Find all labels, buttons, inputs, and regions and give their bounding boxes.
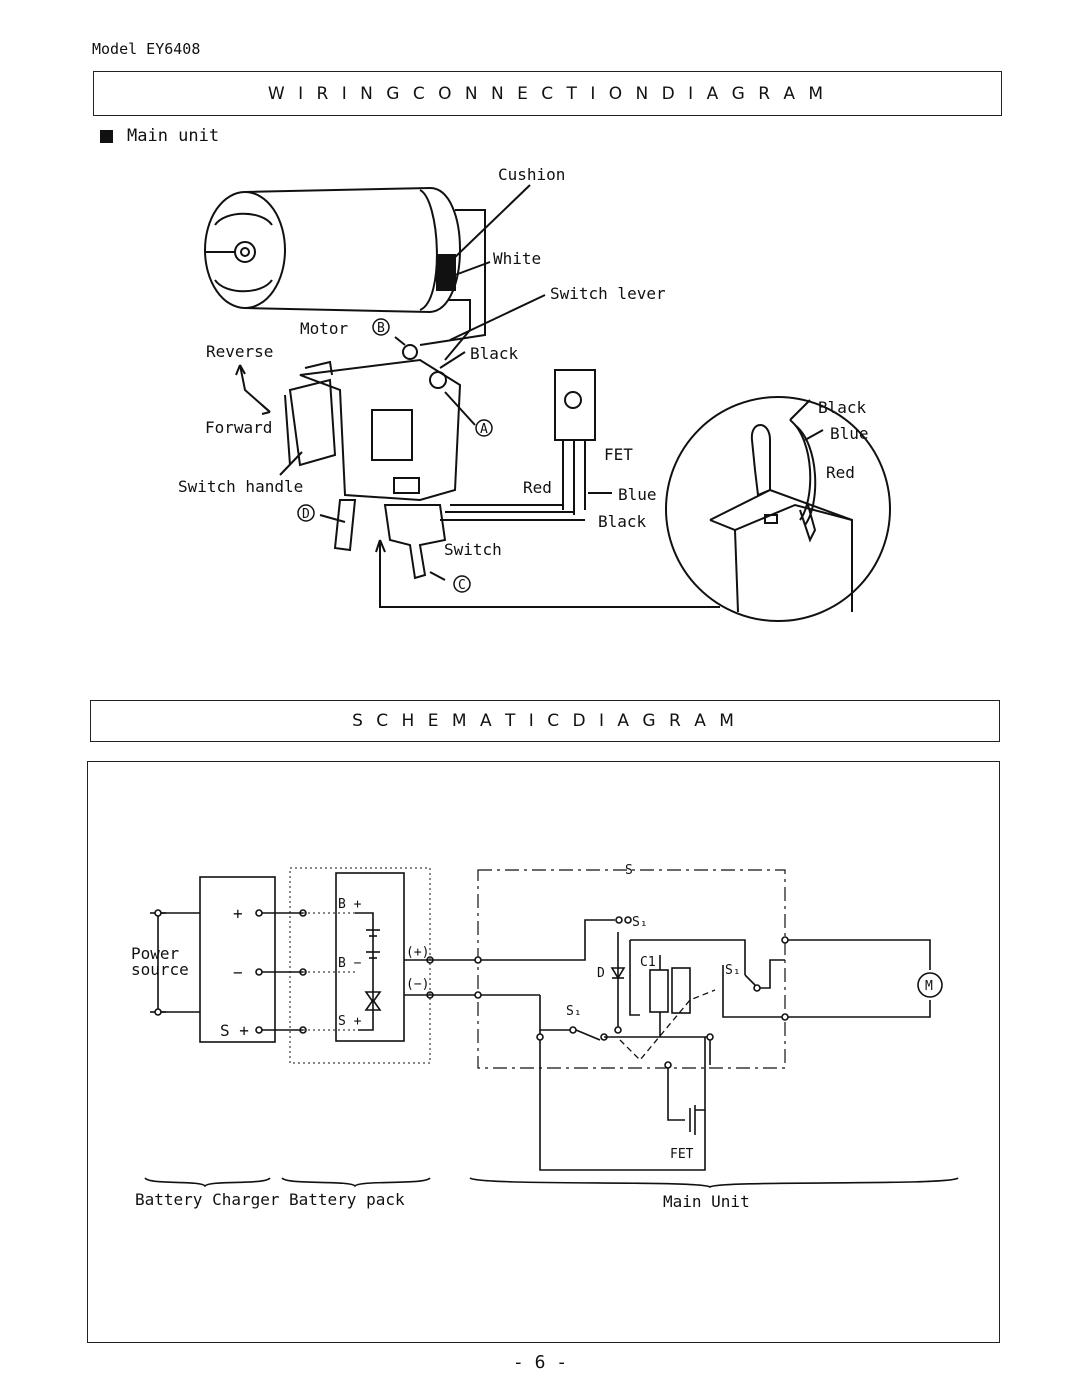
marker-a: A	[480, 422, 488, 437]
detail-label-blue: Blue	[830, 424, 869, 443]
connector-detail-circle	[665, 396, 891, 622]
label-red: Red	[523, 478, 552, 497]
main-unit-heading: Main unit	[100, 126, 219, 146]
label-reverse: Reverse	[206, 342, 273, 361]
label-power-source-2: source	[131, 960, 189, 979]
group-battery-pack: Battery pack	[289, 1190, 405, 1209]
label-power-source: Power	[131, 944, 180, 963]
label-diode-d: D	[597, 966, 605, 981]
battery-pack-box	[335, 872, 405, 1042]
label-fet: FET	[604, 445, 633, 464]
label-fet-schematic: FET	[670, 1147, 694, 1162]
detail-label-black: Black	[818, 398, 867, 417]
charger-minus: −	[233, 963, 243, 982]
marker-b: B	[377, 321, 385, 336]
label-motor: Motor	[300, 319, 349, 338]
marker-c: C	[458, 578, 466, 593]
main-unit-label: Main unit	[127, 126, 220, 146]
label-s-top: S	[625, 863, 633, 878]
label-s1-right: S₁	[725, 963, 741, 978]
charger-plus: +	[233, 904, 243, 923]
bullet-square-icon	[100, 129, 113, 143]
motor-illustration	[204, 186, 461, 314]
charger-box	[199, 876, 276, 1043]
switch-illustration	[284, 344, 462, 580]
group-main-unit: Main Unit	[663, 1192, 750, 1211]
wiring-connection-drawing: B A D C Cushion White Switch lever Motor…	[178, 165, 891, 622]
label-black-lower: Black	[598, 512, 647, 531]
label-black: Black	[470, 344, 519, 363]
schematic-frame	[87, 761, 1000, 1343]
label-white: White	[493, 249, 541, 268]
pack-b-minus: B −	[338, 956, 362, 971]
label-s1-upper: S₁	[632, 915, 648, 930]
motor-m-icon: M	[925, 979, 933, 994]
group-battery-charger: Battery Charger	[135, 1190, 280, 1209]
pack-s-plus: S +	[338, 1014, 362, 1029]
label-c1: C1	[640, 955, 656, 970]
label-s1-lower: S₁	[566, 1004, 582, 1019]
terminal-positive: (+)	[406, 945, 429, 960]
charger-s-plus: S +	[220, 1021, 249, 1040]
pack-b-plus: B +	[338, 897, 362, 912]
label-blue: Blue	[618, 485, 657, 504]
wiring-diagram-title: W I R I N G C O N N E C T I O N D I A G …	[93, 71, 1002, 116]
marker-d: D	[302, 507, 310, 522]
label-switch-handle: Switch handle	[178, 477, 303, 496]
detail-label-red: Red	[826, 463, 855, 482]
label-forward: Forward	[205, 418, 272, 437]
terminal-negative: (−)	[406, 977, 429, 992]
page-number: - 6 -	[512, 1352, 568, 1373]
label-switch-lever: Switch lever	[550, 284, 666, 303]
label-cushion: Cushion	[498, 165, 565, 184]
model-label: Model EY6408	[92, 40, 201, 58]
label-switch: Switch	[444, 540, 502, 559]
schematic-diagram-title: S C H E M A T I C D I A G R A M	[90, 700, 1000, 742]
fet-component	[554, 369, 596, 515]
